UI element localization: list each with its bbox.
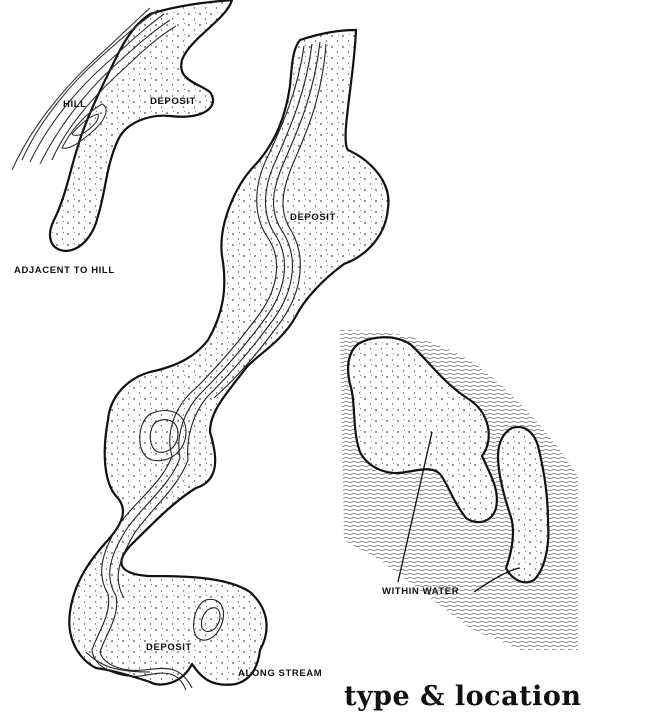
along-stream-caption: ALONG STREAM — [238, 668, 322, 679]
deposit-label-stream: DEPOSIT — [290, 212, 336, 223]
deposit-label-bottom: DEPOSIT — [146, 642, 192, 653]
within-water-caption: WITHIN WATER — [382, 586, 459, 597]
within-water-sketch: WITHIN WATER — [340, 330, 578, 650]
adjacent-to-hill-sketch: HILL DEPOSIT ADJACENT TO HILL — [12, 0, 232, 276]
adjacent-to-hill-caption: ADJACENT TO HILL — [14, 265, 115, 276]
diagram-caption: type & location — [344, 681, 581, 712]
hill-label: HILL — [63, 99, 87, 110]
deposit-label-top: DEPOSIT — [150, 96, 196, 107]
